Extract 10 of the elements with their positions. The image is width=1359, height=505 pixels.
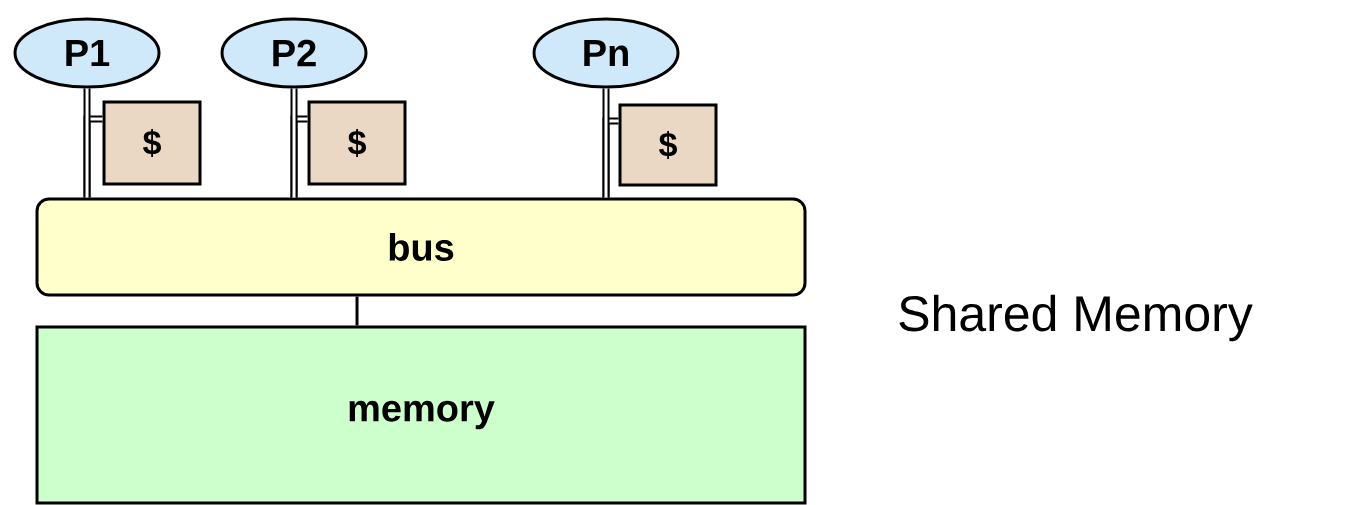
diagram-label: Shared Memory (899, 294, 1253, 342)
connector-line (602, 88, 610, 198)
cache-box: $ (307, 100, 407, 186)
cache-box: $ (618, 103, 718, 187)
connector-line (83, 88, 91, 198)
memory-box: memory (35, 325, 807, 505)
connector-line (290, 88, 298, 198)
connector-line (355, 296, 359, 326)
cache-box: $ (102, 100, 202, 186)
bus-box: bus (35, 197, 807, 297)
